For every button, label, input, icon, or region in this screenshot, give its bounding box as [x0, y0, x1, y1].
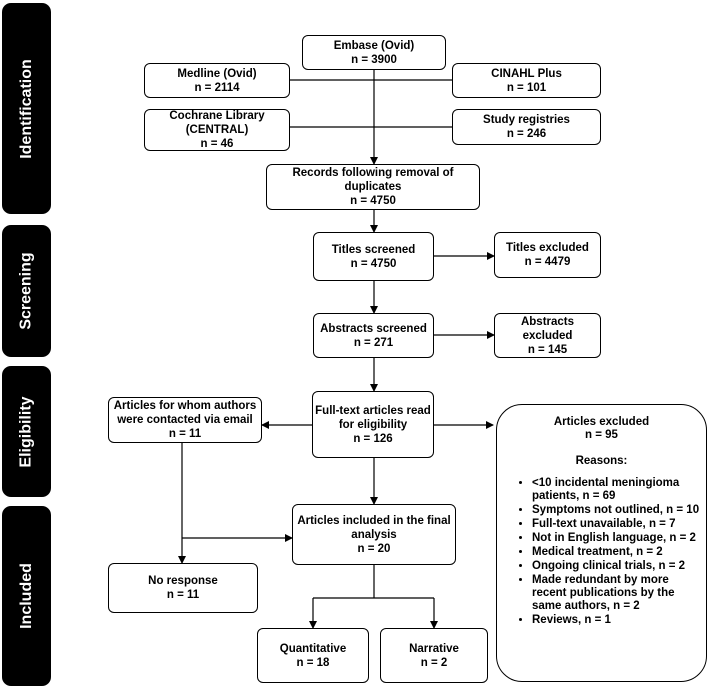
box-line: Medline (Ovid) [177, 67, 257, 80]
box-line: (CENTRAL) [185, 124, 249, 136]
reason-item: Medical treatment, n = 2 [532, 546, 706, 559]
box-line: for eligibility [338, 418, 408, 431]
box-count: n = 11 [168, 428, 202, 440]
box-no-response: No response n = 11 [108, 563, 258, 613]
excluded-count: n = 95 [585, 429, 618, 441]
reason-item: Full-text unavailable, n = 7 [532, 518, 706, 531]
box-dedup: Records following removal of duplicates … [266, 164, 480, 210]
box-count: n = 246 [506, 128, 547, 140]
box-line: Cochrane Library [169, 110, 265, 122]
box-count: n = 20 [357, 542, 391, 555]
box-count: n = 271 [353, 336, 394, 349]
box-abstracts-screened: Abstracts screened n = 271 [313, 313, 434, 358]
box-count: n = 3900 [351, 53, 397, 66]
box-narrative: Narrative n = 2 [380, 628, 488, 683]
box-line: Abstracts excluded [520, 315, 575, 342]
excluded-title: Articles excluded [553, 416, 650, 428]
box-count: n = 2114 [194, 81, 240, 94]
reason-item: Reviews, n = 1 [532, 614, 706, 627]
box-line: were contacted via email [117, 414, 253, 426]
box-line: Quantitative [279, 642, 347, 655]
box-line: Abstracts screened [320, 322, 427, 335]
box-line: Articles included in the final [297, 514, 451, 527]
phase-label: Identification [17, 58, 35, 159]
box-contacted: Articles for whom authors were contacted… [108, 397, 262, 443]
box-line: Study registries [483, 114, 570, 126]
box-fulltext: Full-text articles read for eligibility … [312, 391, 434, 458]
box-line: No response [148, 575, 218, 587]
phase-eligibility: Eligibility [2, 366, 51, 497]
box-count: n = 46 [200, 138, 234, 150]
box-line: Records following removal of duplicates [292, 167, 454, 193]
phase-label: Included [17, 563, 35, 629]
box-articles-excluded: Articles excluded n = 95 Reasons: <10 in… [496, 404, 707, 682]
box-line: CINAHL Plus [491, 67, 562, 80]
box-line: Titles screened [331, 243, 416, 256]
box-count: n = 18 [296, 656, 330, 669]
reason-item: <10 incidental meningioma patients, n = … [532, 477, 706, 503]
phase-label: Screening [17, 252, 35, 330]
box-titles-excluded: Titles excluded n = 4479 [494, 232, 601, 278]
reasons-label: Reasons: [575, 455, 628, 467]
box-line: Full-text articles read [315, 404, 431, 417]
box-line: Articles for whom authors [113, 400, 257, 412]
box-count: n = 4479 [524, 256, 571, 268]
box-count: n = 126 [353, 432, 393, 445]
box-quantitative: Quantitative n = 18 [257, 628, 369, 683]
box-embase: Embase (Ovid) n = 3900 [302, 35, 446, 70]
box-line: analysis [351, 528, 397, 541]
phase-screening: Screening [2, 225, 51, 357]
box-count: n = 101 [506, 81, 547, 94]
reason-item: Ongoing clinical trials, n = 2 [532, 560, 706, 573]
box-abstracts-excluded: Abstracts excluded n = 145 [494, 313, 601, 358]
box-medline: Medline (Ovid) n = 2114 [144, 63, 290, 98]
reason-item: Not in English language, n = 2 [532, 532, 706, 545]
box-included: Articles included in the final analysis … [292, 504, 456, 565]
box-line: Narrative [409, 642, 459, 655]
phase-label: Eligibility [17, 395, 35, 468]
box-count: n = 4750 [350, 257, 397, 270]
box-cochrane: Cochrane Library (CENTRAL) n = 46 [144, 109, 290, 151]
box-count: n = 11 [166, 589, 200, 601]
box-line: Embase (Ovid) [333, 39, 415, 52]
box-cinahl: CINAHL Plus n = 101 [452, 63, 601, 98]
reasons-list: <10 incidental meningioma patients, n = … [497, 477, 706, 627]
box-count: n = 4750 [350, 195, 396, 207]
reason-item: Symptoms not outlined, n = 10 [532, 504, 706, 517]
box-count: n = 2 [420, 656, 448, 669]
phase-identification: Identification [2, 3, 51, 214]
box-registries: Study registries n = 246 [452, 109, 601, 145]
phase-included: Included [2, 506, 51, 686]
box-line: Titles excluded [506, 242, 589, 254]
box-count: n = 145 [527, 343, 568, 356]
reason-item: Made redundant by more recent publicatio… [532, 574, 706, 613]
box-titles-screened: Titles screened n = 4750 [313, 232, 434, 281]
